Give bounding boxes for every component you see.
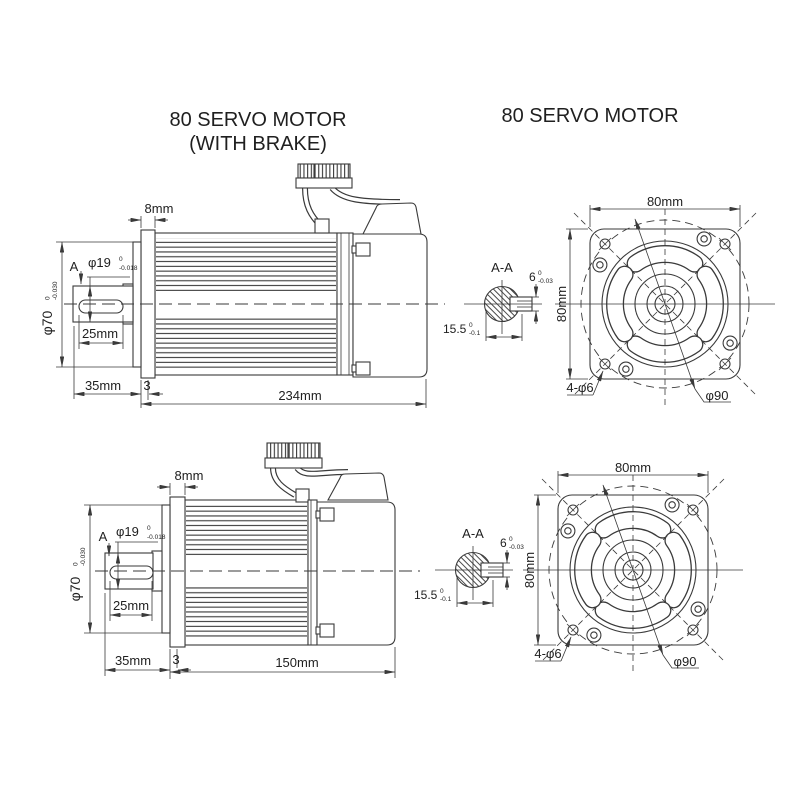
side-view-with-brake: 8mm φ19 0 -0.018 A φ70 0 -0.030 25mm 35m…	[39, 163, 445, 408]
dim-shaft-dia: φ19	[116, 524, 139, 539]
dim-flange-height: 80mm	[522, 552, 537, 588]
svg-text:0: 0	[45, 296, 52, 300]
svg-text:-0.030: -0.030	[80, 547, 87, 566]
dim-shaft-dia-tol-bot: -0.018	[119, 265, 138, 272]
section-title: A-A	[462, 526, 484, 541]
connector-block-bottom	[264, 442, 323, 469]
connector-block-top	[295, 163, 353, 189]
dim-key-width-tol-bot: -0.03	[509, 544, 524, 551]
dim-key-width: 6	[529, 270, 536, 284]
title-no-brake: 80 SERVO MOTOR	[501, 105, 678, 127]
cooling-fins-bottom	[156, 317, 336, 370]
section-mark-a: A	[70, 259, 79, 274]
spigot	[161, 504, 171, 634]
section-title: A-A	[491, 260, 513, 275]
dim-keyway-length: 25mm	[82, 326, 118, 341]
brake-housing	[352, 233, 428, 378]
encoder-cover	[327, 472, 389, 501]
spigot	[132, 241, 142, 368]
dim-shaft-dia-tol-top: 0	[147, 525, 151, 532]
label-mount-holes: 4-φ6	[534, 646, 561, 661]
dim-key-width-tol-top: 0	[538, 270, 542, 277]
title-with-brake-line1: 80 SERVO MOTOR	[169, 109, 346, 131]
dim-key-width-tol-top: 0	[509, 536, 513, 543]
dim-key-depth-tol-bot: -0.1	[440, 596, 452, 603]
dim-shaft-length: 35mm	[85, 378, 121, 393]
keyway	[78, 299, 124, 314]
dim-spigot-dia: φ70 0 -0.030	[39, 281, 59, 335]
dim-key-depth-tol-bot: -0.1	[469, 330, 481, 337]
dim-flange-width: 80mm	[615, 460, 651, 475]
cooling-fins-top	[156, 238, 336, 291]
section-mark-a: A	[99, 529, 108, 544]
dim-key-width-tol-bot: -0.03	[538, 278, 553, 285]
front-view-no-brake: 80mm 80mm 4-φ6 φ90	[522, 460, 743, 672]
dim-spigot-dia: φ70 0 -0.030	[67, 547, 87, 601]
dim-key-depth: 15.5	[443, 322, 467, 336]
front-view-with-brake: 80mm 80mm 4-φ6 φ90	[554, 194, 775, 406]
dim-flange-height: 80mm	[554, 286, 569, 322]
dim-key-width: 6	[500, 536, 507, 550]
side-view-no-brake: 8mm φ19 0 -0.018 A φ70 0 -0.030 25mm 35m…	[67, 442, 420, 679]
cable-gland	[314, 218, 330, 234]
dim-shaft-dia: φ19	[88, 255, 111, 270]
dim-key-depth: 15.5	[414, 588, 438, 602]
encoder-cover	[362, 202, 422, 235]
cooling-fins-top	[186, 505, 307, 558]
dim-step: 3	[143, 378, 150, 393]
rear-housing	[316, 501, 396, 646]
dim-key-depth-tol-top: 0	[440, 588, 444, 595]
label-pilot-circle: φ90	[674, 654, 697, 669]
dim-shaft-dia-tol-top: 0	[119, 256, 123, 263]
dim-step: 3	[172, 652, 179, 667]
section-view-with-brake: A-A 6 0 -0.03 15.5 0 -0.1	[443, 260, 553, 341]
label-mount-holes: 4-φ6	[566, 380, 593, 395]
dim-flange-thickness: 8mm	[145, 201, 174, 216]
svg-text:φ70: φ70	[39, 310, 55, 335]
dim-flange-thickness: 8mm	[175, 468, 204, 483]
cooling-fins-bottom	[186, 584, 307, 638]
mount-flange	[169, 496, 186, 648]
label-pilot-circle: φ90	[706, 388, 729, 403]
dim-shaft-length: 35mm	[115, 653, 151, 668]
dim-body-length: 150mm	[275, 655, 318, 670]
svg-text:-0.030: -0.030	[52, 281, 59, 300]
dim-shaft-dia-tol-bot: -0.018	[147, 534, 166, 541]
svg-text:φ70: φ70	[67, 576, 83, 601]
dim-flange-width: 80mm	[647, 194, 683, 209]
svg-text:0: 0	[73, 562, 80, 566]
dim-key-depth-tol-top: 0	[469, 322, 473, 329]
keyway	[109, 565, 154, 580]
cable-gland	[295, 488, 310, 503]
title-with-brake-line2: (WITH BRAKE)	[189, 133, 327, 155]
dim-body-length: 234mm	[278, 388, 321, 403]
dim-keyway-length: 25mm	[113, 598, 149, 613]
section-view-no-brake: A-A 6 0 -0.03 15.5 0 -0.1	[414, 526, 524, 607]
